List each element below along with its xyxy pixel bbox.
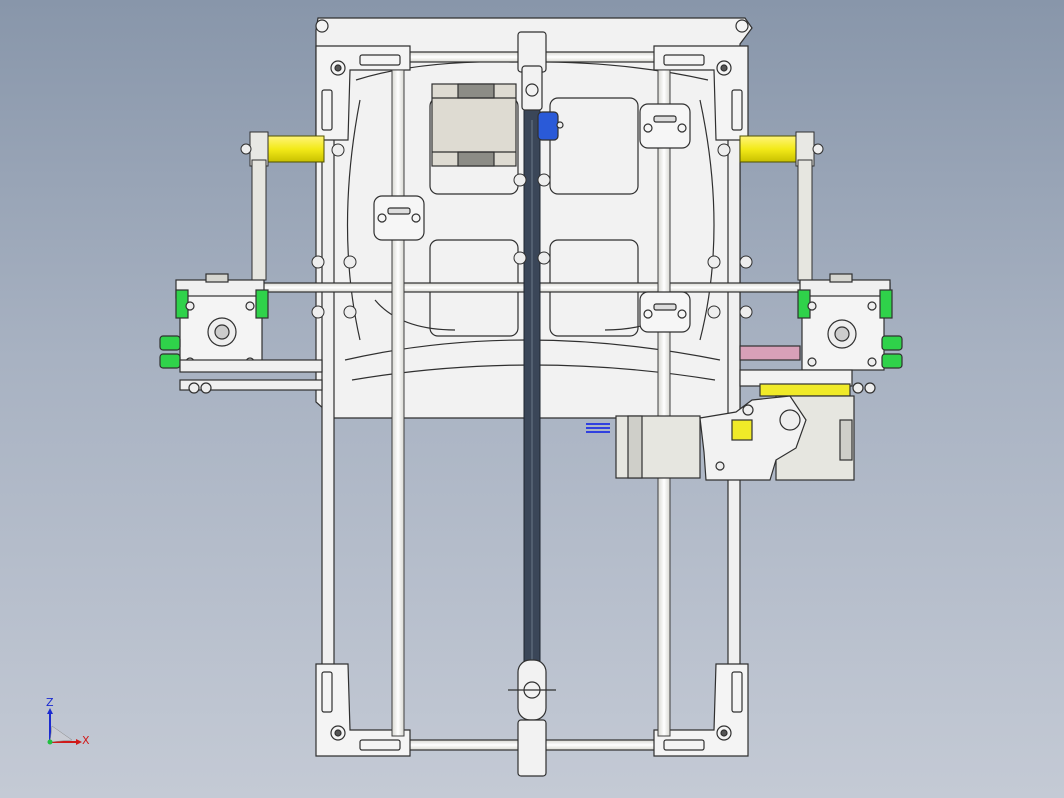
linear-bearings[interactable]	[373, 103, 691, 333]
extruder-assembly[interactable]	[586, 345, 855, 481]
x-axis-label: X	[82, 734, 90, 747]
z-axis-label: Z	[46, 696, 54, 709]
left-z-motor[interactable]	[159, 273, 323, 394]
spring-icon	[586, 423, 610, 433]
axis-triad-icon	[47, 708, 82, 745]
corner-brackets	[315, 19, 749, 757]
bottom-idler[interactable]	[508, 659, 556, 777]
gear-icon	[739, 345, 801, 361]
drive-belt[interactable]	[523, 109, 541, 717]
right-z-motor[interactable]	[797, 273, 903, 394]
y-stepper-motor[interactable]	[431, 83, 517, 167]
yellow-z-rods[interactable]	[240, 131, 824, 167]
top-pulley[interactable]	[517, 31, 564, 141]
axis-triad: Z X	[40, 696, 100, 756]
bed-bolts	[311, 143, 753, 319]
side-links	[251, 159, 813, 281]
blue-pulley-icon	[537, 111, 559, 141]
